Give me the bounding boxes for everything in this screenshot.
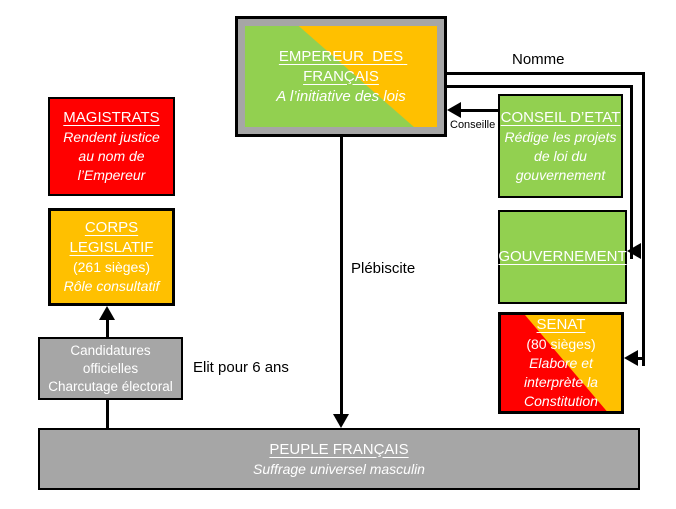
nomme-senat-line-v [642, 72, 645, 366]
conseille-arrowhead-left-icon [447, 102, 461, 118]
conseil-line: Rédige les projets [504, 128, 617, 145]
conseil-line: de loi du [534, 147, 587, 164]
magistrats-line: l’Empereur [77, 167, 146, 183]
candidatures-line: Charcutage électoral [48, 378, 173, 394]
candidatures-line: officielles [82, 360, 139, 376]
corps-title-line: CORPS [84, 219, 139, 236]
nomme-senat-line-h [447, 72, 645, 75]
nomme-senat-line-conn [634, 357, 644, 360]
conseil-line: gouvernement [515, 166, 606, 183]
plebiscite-arrowhead-down-icon [333, 414, 349, 428]
peuple-subtitle: Suffrage universel masculin [253, 460, 425, 477]
box-peuple-francais: PEUPLE FRANÇAIS Suffrage universel mascu… [38, 428, 640, 490]
magistrats-title: MAGISTRATS [63, 109, 160, 126]
label-plebiscite: Plébiscite [351, 260, 416, 277]
nomme-gouvernement-line-v [630, 85, 633, 259]
peuple-title: PEUPLE FRANÇAIS [269, 440, 409, 458]
box-candidatures: Candidatures officielles Charcutage élec… [38, 337, 183, 400]
box-gouvernement: GOUVERNEMENT [498, 210, 627, 304]
magistrats-line: au nom de [78, 148, 145, 164]
nomme-gouvernement-arrowhead-left-icon [627, 243, 641, 259]
box-magistrats: MAGISTRATS Rendent justice au nom de l’E… [48, 97, 175, 196]
senat-line: interprète la [524, 374, 598, 390]
elit-arrowhead-up-icon [99, 306, 115, 320]
corps-role: Rôle consultatif [63, 278, 160, 294]
box-corps-legislatif: CORPS LEGISLATIF (261 sièges) Rôle consu… [48, 208, 175, 306]
magistrats-line: Rendent justice [63, 129, 160, 145]
conseil-title: CONSEIL D’ETAT [500, 108, 621, 126]
empereur-diagonal-fill: EMPEREUR DES FRANÇAIS A l’initiative des… [245, 26, 437, 127]
label-nomme: Nomme [512, 51, 565, 68]
box-senat: SENAT (80 sièges) Elabore et interprète … [498, 312, 624, 414]
senat-line: Elabore et [529, 355, 593, 371]
empereur-title: EMPEREUR DES FRANÇAIS [278, 47, 408, 85]
gouvernement-title: GOUVERNEMENT [498, 248, 627, 265]
nomme-gouvernement-line-h [447, 85, 633, 88]
empereur-subtitle: A l’initiative des lois [276, 87, 406, 105]
candidatures-line: Candidatures [70, 342, 151, 358]
label-elit-pour-6-ans: Elit pour 6 ans [193, 359, 289, 376]
box-empereur: EMPEREUR DES FRANÇAIS A l’initiative des… [235, 16, 447, 137]
nomme-senat-arrowhead-left-icon [624, 350, 638, 366]
conseille-arrow-line [460, 109, 498, 112]
plebiscite-arrow-line [340, 137, 343, 414]
box-conseil-etat: CONSEIL D’ETAT Rédige les projets de loi… [498, 94, 623, 198]
corps-seats: (261 sièges) [72, 259, 151, 275]
senat-title: SENAT [536, 316, 586, 333]
corps-title-line: LEGISLATIF [69, 239, 154, 256]
senat-line: Constitution [524, 393, 598, 409]
label-conseille: Conseille [450, 119, 496, 131]
senat-seats: (80 sièges) [526, 336, 596, 352]
